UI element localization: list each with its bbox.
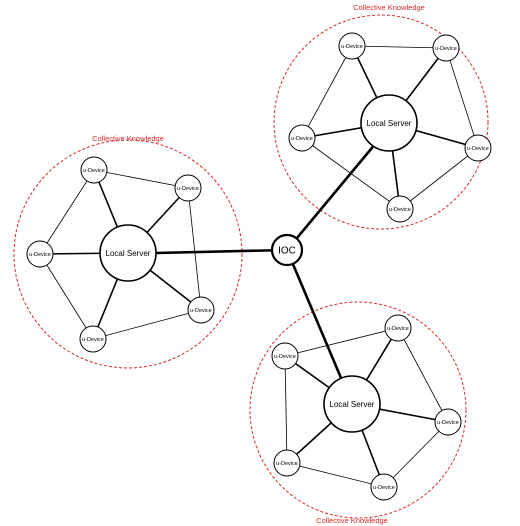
cluster-top-right-device-links <box>301 45 479 210</box>
u-device-label: u-Device <box>83 168 105 174</box>
cluster-top-right: Collective Knowledge Local Server u-Devi… <box>288 3 492 223</box>
cluster-left-boundary <box>13 139 243 369</box>
u-device-node <box>432 34 460 62</box>
u-device-label: u-Device <box>82 337 104 343</box>
u-device-node <box>273 449 301 477</box>
u-device-label: u-Device <box>190 308 212 314</box>
u-device-label: u-Device <box>276 461 298 467</box>
local-server-top-right-label: Local Server <box>367 119 412 128</box>
cluster-top-right-boundary <box>273 14 489 230</box>
u-device-label: u-Device <box>435 46 457 52</box>
u-device-label: u-Device <box>29 252 51 258</box>
local-server-top-right <box>360 94 418 152</box>
cluster-bottom-title: Collective Knowledge <box>316 516 388 525</box>
cluster-top-right-title: Collective Knowledge <box>353 3 425 12</box>
u-device-node <box>384 314 412 342</box>
u-device-label: u-Device <box>389 207 411 213</box>
u-device-node <box>338 32 366 60</box>
u-device-node <box>464 134 492 162</box>
u-device-node <box>386 195 414 223</box>
u-device-label: u-Device <box>291 136 313 142</box>
local-server-left-label: Local Server <box>106 249 151 258</box>
u-device-label: u-Device <box>467 146 489 152</box>
u-device-label: u-Device <box>341 44 363 50</box>
cluster-left-device-links <box>39 169 202 340</box>
u-device-node <box>370 473 398 501</box>
backbone-link-left <box>155 248 288 255</box>
u-device-label: u-Device <box>437 420 459 426</box>
local-server-left <box>99 224 157 282</box>
cluster-left-title: Collective Knowledge <box>92 134 164 143</box>
u-device-node <box>271 342 299 370</box>
local-server-bottom-label: Local Server <box>330 400 375 409</box>
u-device-node <box>174 174 202 202</box>
u-device-node <box>80 156 108 184</box>
u-device-label: u-Device <box>274 354 296 360</box>
ioc-label: IOC <box>278 246 296 257</box>
cluster-bottom-boundary <box>249 301 467 519</box>
cluster-bottom: Collective Knowledge Local Server u-Devi… <box>271 314 462 525</box>
u-device-node <box>434 408 462 436</box>
ioc-hub: IOC <box>270 233 304 267</box>
u-device-label: u-Device <box>373 485 395 491</box>
cluster-left: Collective Knowledge Local Server u-Devi… <box>26 134 215 353</box>
local-server-bottom <box>323 375 381 433</box>
cluster-bottom-device-links <box>284 327 449 488</box>
backbone-link-top-right <box>286 136 382 251</box>
u-device-label: u-Device <box>177 186 199 192</box>
u-device-node <box>187 296 215 324</box>
u-device-node <box>288 124 316 152</box>
u-device-node <box>79 325 107 353</box>
u-device-node <box>26 240 54 268</box>
u-device-label: u-Device <box>387 326 409 332</box>
